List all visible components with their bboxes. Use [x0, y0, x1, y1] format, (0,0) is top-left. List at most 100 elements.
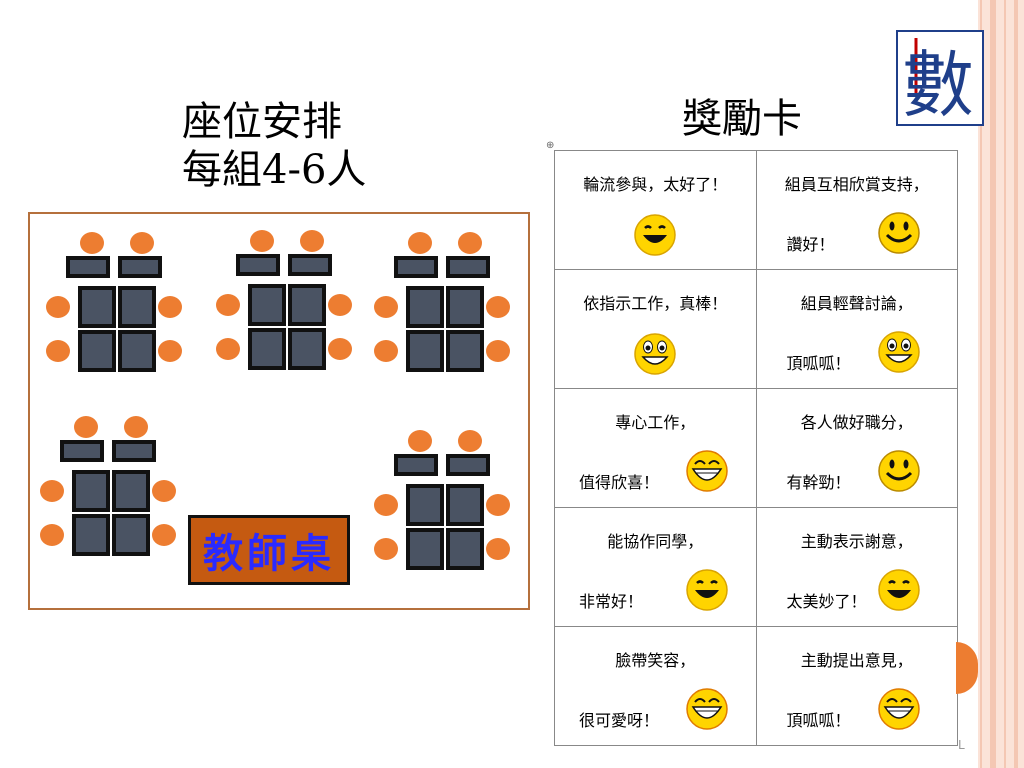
seat [408, 232, 432, 254]
reward-card: 能協作同學， 非常好！ [554, 507, 757, 627]
reward-card: 專心工作， 值得欣喜！ [554, 388, 757, 508]
desk [394, 256, 438, 278]
smile-smiley-icon [877, 449, 921, 497]
reward-card: 輪流參與，太好了！ [554, 150, 757, 270]
card-row: 輪流參與，太好了！ 組員互相欣賞支持，讚好！ [554, 150, 958, 270]
desk [118, 330, 156, 372]
desk [60, 440, 104, 462]
desk [406, 484, 444, 526]
seating-title-line1: 座位安排 [182, 99, 342, 145]
seat [46, 296, 70, 318]
logo-graphic: 數 [902, 38, 974, 127]
seat [46, 340, 70, 362]
desk [248, 284, 286, 326]
card-line1: 專心工作， [615, 413, 696, 432]
reward-card: 組員輕聲討論， 頂呱呱！ [755, 269, 958, 389]
card-line2: 很可愛呀！ [579, 711, 660, 730]
seating-title: 座位安排 每組4-6人 [182, 98, 366, 194]
seat [486, 538, 510, 560]
desk [446, 454, 490, 476]
seat [486, 494, 510, 516]
seat [458, 430, 482, 452]
desk [446, 330, 484, 372]
seat [408, 430, 432, 452]
card-line1: 主動提出意見， [800, 651, 913, 670]
logo-char: 數 [902, 43, 974, 124]
desk [406, 330, 444, 372]
desk [112, 514, 150, 556]
seating-title-line2: 每組4-6人 [182, 147, 367, 193]
card-line2: 太美妙了！ [786, 592, 867, 611]
seat [130, 232, 154, 254]
desk [248, 328, 286, 370]
grin-smiley-icon [633, 213, 677, 261]
card-line1: 依指示工作，真棒！ [583, 294, 728, 313]
seat [40, 480, 64, 502]
card-line1: 組員互相欣賞支持， [784, 175, 929, 194]
seat [374, 494, 398, 516]
table-end-mark: L [958, 738, 965, 752]
desk [288, 328, 326, 370]
reward-card-title: 獎勵卡 [682, 96, 802, 142]
desk [72, 514, 110, 556]
seat [216, 338, 240, 360]
desk [288, 254, 332, 276]
card-line1: 組員輕聲討論， [800, 294, 913, 313]
seat [374, 538, 398, 560]
reward-card: 組員互相欣賞支持，讚好！ [755, 150, 958, 270]
logo: 數 [896, 30, 984, 127]
card-line1: 主動表示謝意， [800, 532, 913, 551]
card-row: 專心工作， 值得欣喜！ 各人做好職分， 有幹勁！ [554, 388, 958, 508]
seat [158, 340, 182, 362]
desk [118, 256, 162, 278]
teacher-desk: 教師桌 [188, 515, 350, 585]
seat [458, 232, 482, 254]
desk [118, 286, 156, 328]
seat [80, 232, 104, 254]
desk [446, 256, 490, 278]
slide-number-badge [956, 642, 978, 694]
seat [374, 296, 398, 318]
right-stripe-line-2 [990, 0, 996, 768]
smile-smiley-icon [877, 211, 921, 259]
seat [374, 340, 398, 362]
right-stripe-line-4 [1014, 0, 1018, 768]
laugh-smiley-icon [685, 687, 729, 735]
card-row: 能協作同學， 非常好！ 主動表示謝意， 太美妙了！ [554, 507, 958, 627]
seat [158, 296, 182, 318]
right-stripe-line-1 [980, 0, 982, 768]
reward-card: 主動表示謝意， 太美妙了！ [755, 507, 958, 627]
card-line2: 有幹勁！ [786, 473, 851, 492]
desk [78, 330, 116, 372]
card-line1: 能協作同學， [607, 532, 704, 551]
card-row: 依指示工作，真棒！ 組員輕聲討論， 頂呱呱！ [554, 269, 958, 389]
seat [328, 338, 352, 360]
card-line1: 各人做好職分， [800, 413, 913, 432]
card-line2: 頂呱呱！ [786, 354, 851, 373]
grin-smiley-icon [877, 568, 921, 616]
desk [446, 528, 484, 570]
grin-smiley-icon [685, 568, 729, 616]
desk [288, 284, 326, 326]
reward-card-table: 輪流參與，太好了！ 組員互相欣賞支持，讚好！ 依指示工作，真棒！ 組員輕聲討論，… [554, 150, 958, 746]
seat [300, 230, 324, 252]
seat [124, 416, 148, 438]
happy-smiley-icon [877, 330, 921, 378]
card-line2: 值得欣喜！ [579, 473, 660, 492]
card-line1: 臉帶笑容， [615, 651, 696, 670]
desk [66, 256, 110, 278]
seat [152, 480, 176, 502]
card-line1: 輪流參與，太好了！ [583, 175, 728, 194]
seat [40, 524, 64, 546]
desk [446, 484, 484, 526]
laugh-smiley-icon [877, 687, 921, 735]
card-line2: 非常好！ [579, 592, 644, 611]
reward-card: 主動提出意見，頂呱呱！ [755, 626, 958, 746]
table-anchor-mark: ⊕ [546, 140, 555, 151]
desk [236, 254, 280, 276]
seat [486, 296, 510, 318]
desk [394, 454, 438, 476]
desk [406, 528, 444, 570]
seat [328, 294, 352, 316]
desk [446, 286, 484, 328]
